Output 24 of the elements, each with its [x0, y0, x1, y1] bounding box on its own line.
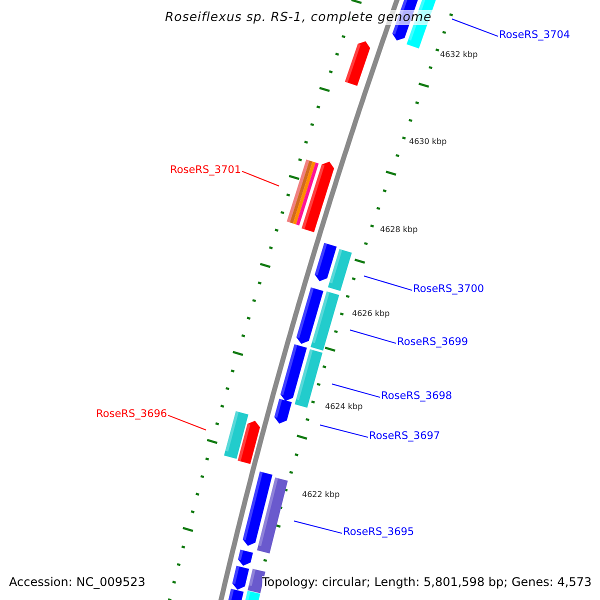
scale-label: 4624 kbp — [325, 403, 363, 411]
scale-label: 4632 kbp — [440, 51, 478, 59]
leader-line — [350, 330, 396, 344]
gene-label: RoseRS_3698 — [381, 391, 452, 402]
leader-line — [242, 170, 280, 186]
scale-label: 4626 kbp — [352, 310, 390, 318]
leader-line — [364, 276, 412, 291]
gene-label: RoseRS_3696 — [96, 409, 168, 420]
scale-label: 4628 kbp — [380, 226, 418, 234]
gene-label: RoseRS_3699 — [397, 337, 468, 348]
leader-line — [320, 424, 368, 438]
gene-label: RoseRS_3700 — [413, 284, 484, 294]
footer-text: Accession: NC_009523 — [9, 576, 146, 588]
gene-label: RoseRS_3695 — [343, 527, 414, 538]
scale-label: 4622 kbp — [302, 491, 340, 499]
gene-label: RoseRS_3704 — [499, 30, 570, 40]
gene-label: RoseRS_3701 — [170, 165, 242, 176]
leader-line — [294, 520, 342, 534]
leader-line — [168, 414, 206, 430]
leader-line — [332, 384, 380, 398]
leader-line — [452, 18, 498, 37]
footer-text: Topology: circular; Length: 5,801,598 bp; Genes: 4,573 — [262, 576, 592, 588]
scale-label: 4630 kbp — [409, 138, 447, 146]
gene-label: RoseRS_3697 — [369, 431, 440, 442]
